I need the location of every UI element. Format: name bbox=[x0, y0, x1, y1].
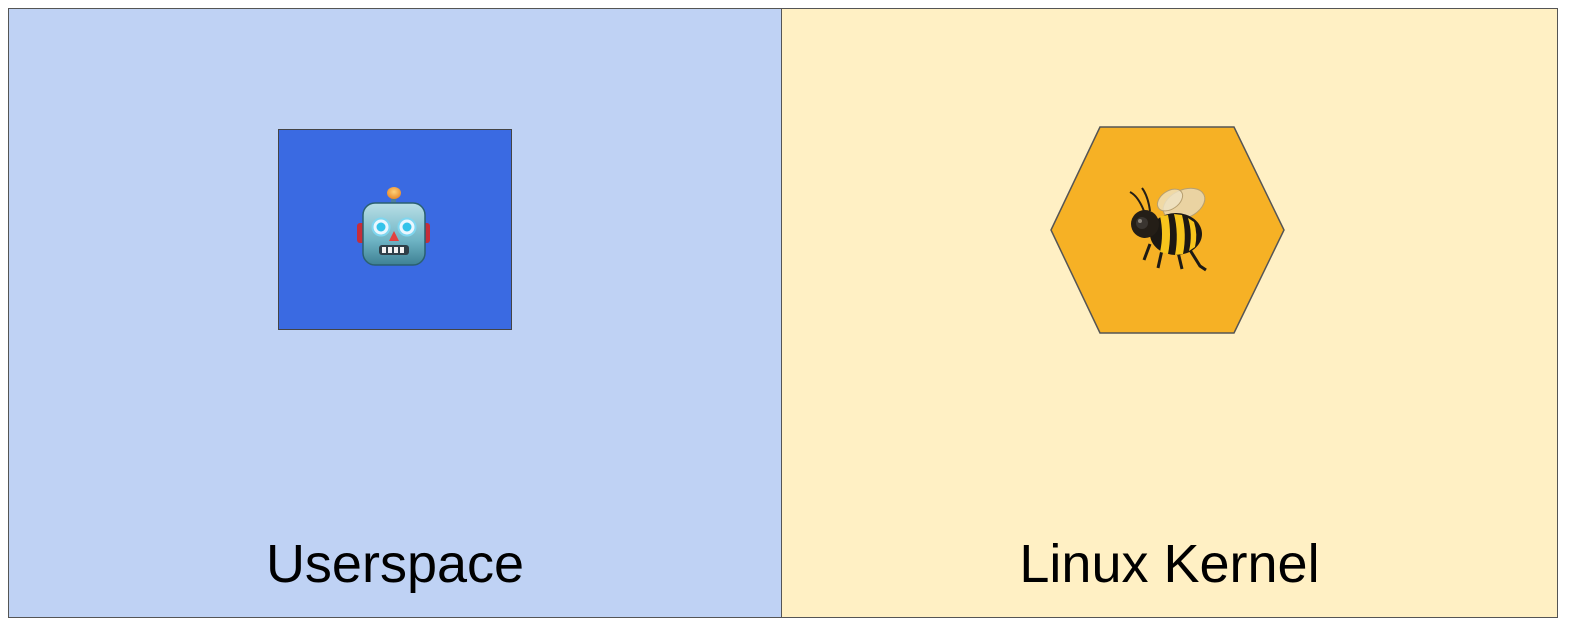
userspace-panel: Userspace bbox=[9, 9, 782, 617]
robot-node bbox=[278, 129, 512, 330]
bee-node bbox=[1050, 126, 1286, 334]
diagram: Userspace bbox=[8, 8, 1558, 618]
robot-icon bbox=[357, 187, 430, 266]
kernel-label: Linux Kernel bbox=[1019, 534, 1320, 594]
kernel-panel: Linux Kernel bbox=[782, 9, 1557, 617]
userspace-label: Userspace bbox=[265, 534, 525, 594]
bee-icon bbox=[1129, 187, 1207, 272]
